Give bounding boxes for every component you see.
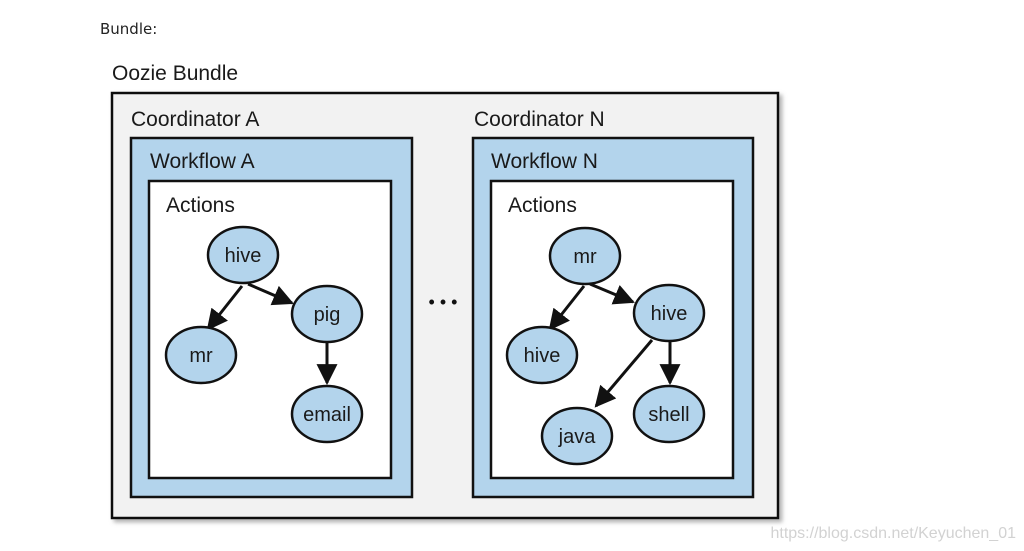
actions-a-title: Actions [166, 194, 235, 217]
coordinator-n-title: Coordinator N [474, 108, 605, 131]
node-pig-a: pig [290, 284, 364, 344]
node-java-n-label: java [558, 426, 597, 448]
node-email-a: email [290, 384, 364, 444]
edge-hive-pig [247, 282, 294, 306]
node-email-a-label: email [303, 404, 351, 426]
workflow-a-title: Workflow A [150, 150, 255, 173]
edge-hive-mr [206, 285, 244, 331]
node-hive-n-left: hive [505, 325, 579, 385]
node-hive-n-left-label: hive [524, 345, 561, 367]
edge-hive-java [594, 339, 654, 408]
node-hive-n-right-label: hive [651, 303, 688, 325]
workflow-n-title: Workflow N [491, 150, 598, 173]
node-mr-a-label: mr [189, 345, 213, 367]
node-shell-n-label: shell [648, 404, 689, 426]
node-mr-n: mr [548, 226, 622, 286]
node-java-n: java [540, 406, 614, 466]
node-hive-n-right: hive [632, 283, 706, 343]
edge-mr-hive-left [548, 285, 586, 331]
page-caption: Bundle: [100, 20, 158, 38]
node-hive-a: hive [206, 225, 280, 285]
node-shell-n: shell [632, 384, 706, 444]
separator-ellipsis: • • • [429, 292, 458, 312]
node-mr-n-label: mr [573, 246, 597, 268]
node-hive-a-label: hive [225, 245, 262, 267]
bundle-title: Oozie Bundle [112, 62, 238, 85]
node-pig-a-label: pig [314, 304, 341, 326]
node-mr-a: mr [164, 325, 238, 385]
coordinator-a-title: Coordinator A [131, 108, 259, 131]
edge-mr-hive-right [589, 282, 635, 305]
actions-n-title: Actions [508, 194, 577, 217]
watermark-text: https://blog.csdn.net/Keyuchen_01 [770, 525, 1016, 542]
